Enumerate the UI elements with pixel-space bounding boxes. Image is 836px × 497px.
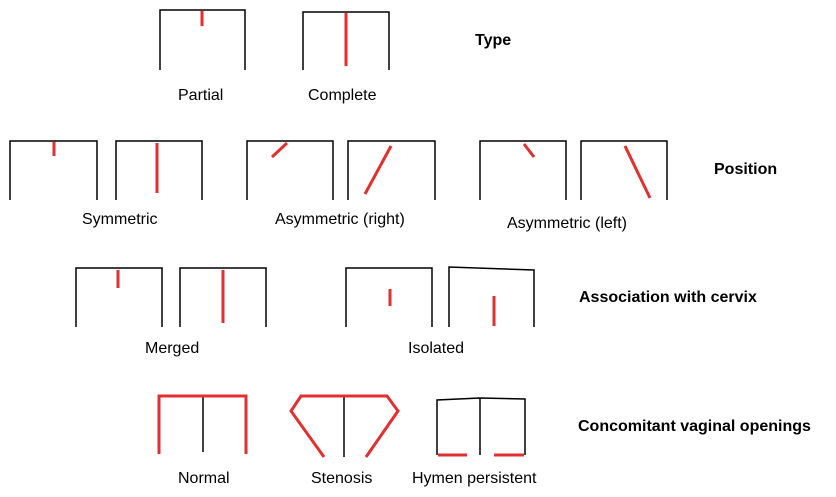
label-asymmetric-left: Asymmetric (left) <box>507 215 627 232</box>
label-merged: Merged <box>145 340 200 357</box>
diagram-symmetric-complete <box>115 140 203 200</box>
diagram-normal <box>157 394 248 454</box>
diagram-merged-partial <box>75 267 163 327</box>
diagram-complete <box>302 11 390 70</box>
label-stenosis: Stenosis <box>311 470 373 487</box>
heading-association-with-cervix: Association with cervix <box>579 289 757 306</box>
label-normal: Normal <box>178 470 230 487</box>
heading-type: Type <box>475 32 512 49</box>
diagram-asymmetric-left-partial <box>479 140 567 200</box>
diagram-partial <box>159 9 246 70</box>
diagram-symmetric-partial <box>9 140 98 200</box>
diagram-merged-complete <box>179 267 267 327</box>
label-asymmetric-right: Asymmetric (right) <box>275 211 405 228</box>
label-hymen-persistent: Hymen persistent <box>412 470 537 487</box>
heading-concomitant-vaginal-openings: Concomitant vaginal openings <box>578 418 811 435</box>
diagram-isolated-complete <box>448 266 535 327</box>
label-symmetric: Symmetric <box>82 211 158 228</box>
label-isolated: Isolated <box>408 340 465 357</box>
diagram-hymen-persistent <box>436 397 526 457</box>
label-complete: Complete <box>308 87 377 104</box>
diagram-asymmetric-left-complete <box>580 140 668 200</box>
diagram-asymmetric-right-partial <box>246 140 334 200</box>
diagram-isolated-partial <box>345 267 433 327</box>
diagram-stenosis <box>289 394 400 458</box>
label-partial: Partial <box>178 87 224 104</box>
heading-position: Position <box>714 161 778 178</box>
diagram-asymmetric-right-complete <box>347 140 436 200</box>
